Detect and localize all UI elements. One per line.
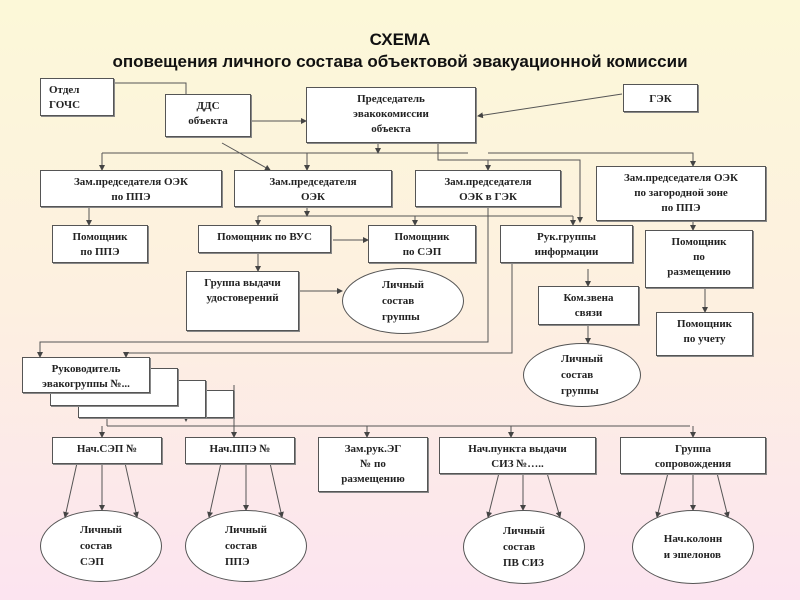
node-dds: ДДС объекта — [165, 94, 251, 137]
node-ruk-info: Рук.группы информации — [500, 225, 633, 263]
node-otdel-gochs: Отдел ГОЧС — [40, 78, 114, 116]
node-pom-uchet: Помощник по учету — [656, 312, 753, 356]
connector-gochs-dds — [113, 82, 187, 94]
node-predsedatel: Председатель эвакокомиссии объекта — [306, 87, 476, 143]
connector-gek-predsedatel — [477, 93, 623, 119]
node-kom-zvena: Ком.звена связи — [538, 286, 639, 325]
node-ls-gruppy-2: Личный состав группы — [523, 343, 641, 407]
node-gek: ГЭК — [623, 84, 698, 112]
node-ls-pv-siz: Личный состав ПВ СИЗ — [463, 510, 585, 584]
diagram-subtitle: оповещения личного состава объектовой эв… — [112, 52, 688, 71]
node-nach-kolonn: Нач.колонн и эшелонов — [632, 510, 754, 584]
node-nach-ppe: Нач.ППЭ № — [185, 437, 295, 464]
node-zam-oek: Зам.председателя ОЭК — [234, 170, 392, 207]
node-zam-ppe: Зам.председателя ОЭК по ППЭ — [40, 170, 222, 207]
diagram-title: СХЕМА — [369, 30, 431, 49]
node-zam-zagorod: Зам.председателя ОЭК по загородной зоне … — [596, 166, 766, 221]
node-pom-ppe: Помощник по ППЭ — [52, 225, 148, 263]
node-ruk-evakogruppy: Руководитель эвакогруппы №... — [22, 357, 150, 393]
node-zam-ruk-eg: Зам.рук.ЭГ № по размещению — [318, 437, 428, 492]
node-zam-oek-gek: Зам.председателя ОЭК в ГЭК — [415, 170, 561, 207]
node-gruppa-vydachi: Группа выдачи удостоверений — [186, 271, 299, 331]
node-ls-ppe: Личный состав ППЭ — [185, 510, 307, 582]
evakogruppa-stack-3 — [206, 390, 234, 418]
connector-dds-zamoek — [221, 142, 271, 171]
node-ls-sep: Личный состав СЭП — [40, 510, 162, 582]
node-pom-razm: Помощник по размещению — [645, 230, 753, 288]
node-gruppa-soprov: Группа сопровождения — [620, 437, 766, 474]
node-ls-gruppy-1: Личный состав группы — [342, 268, 464, 334]
node-pom-sep: Помощник по СЭП — [368, 225, 476, 263]
node-pom-vus: Помощник по ВУС — [198, 225, 331, 253]
node-nach-sep: Нач.СЭП № — [52, 437, 162, 464]
node-nach-punkta-siz: Нач.пункта выдачи СИЗ №….. — [439, 437, 596, 474]
